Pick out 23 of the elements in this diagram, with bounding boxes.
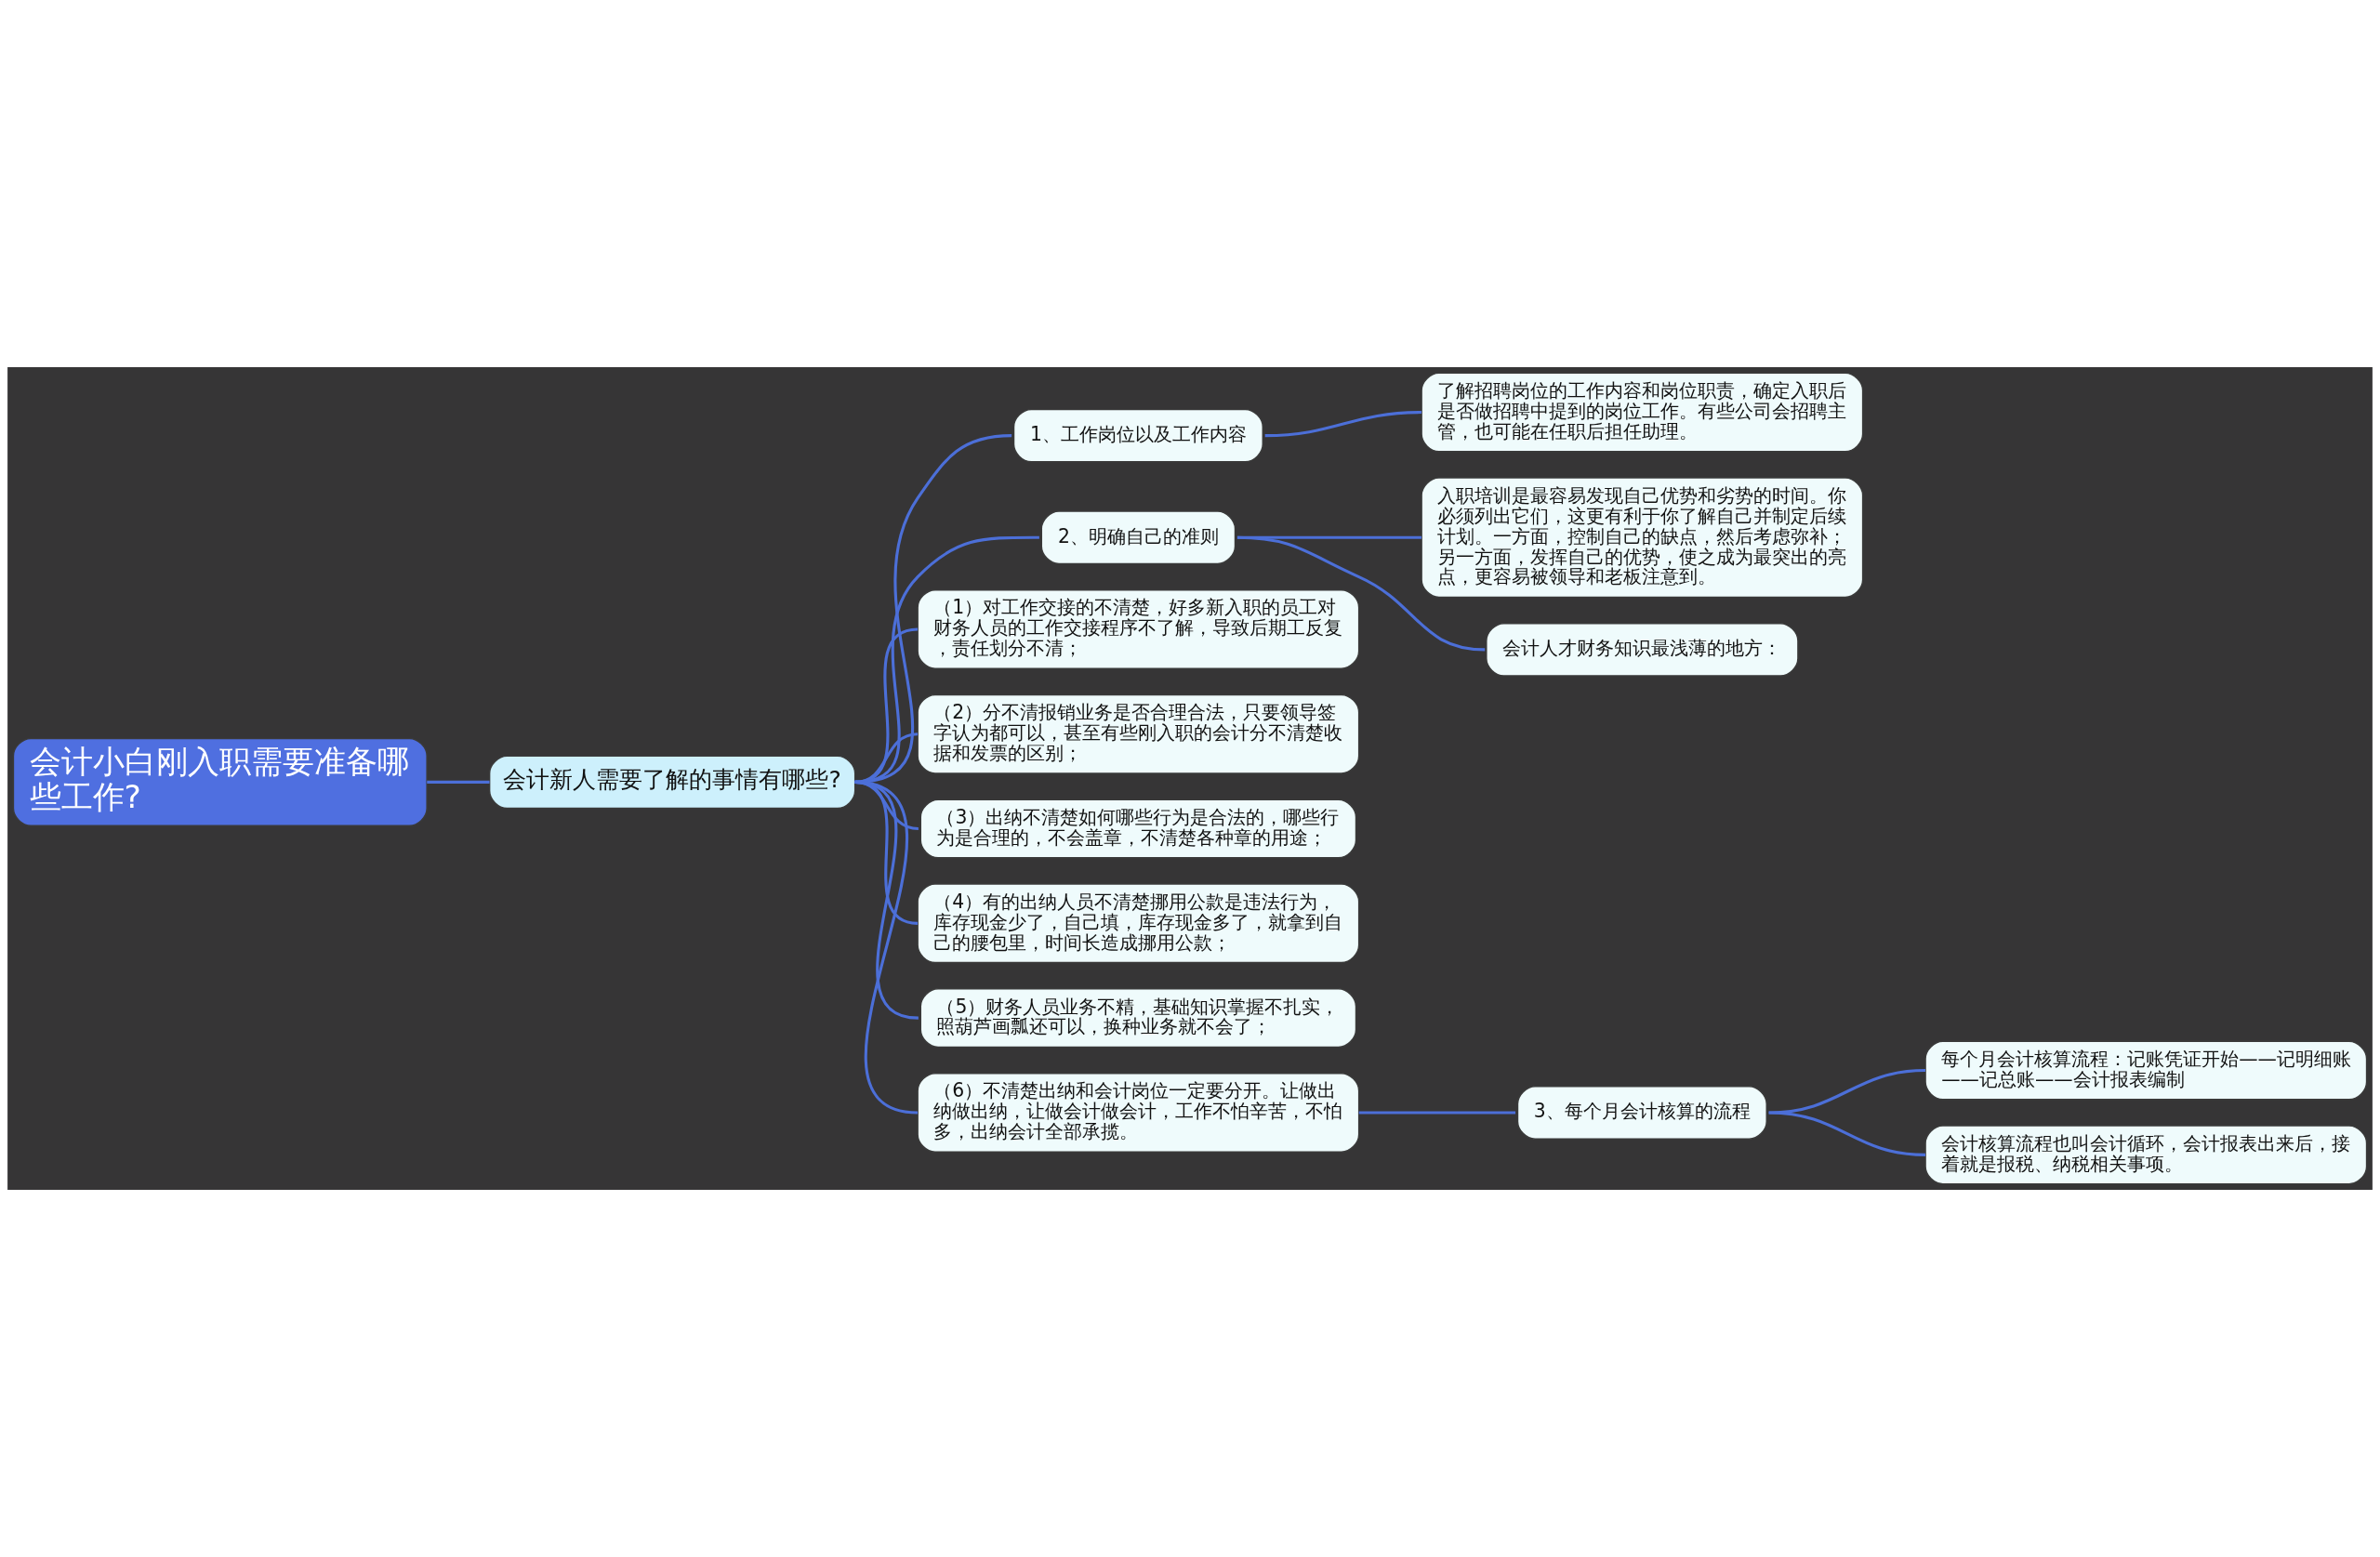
node-box: （4）有的出纳人员不清楚挪用公款是违法行为，库存现金少了，自己填，库存现金多了，就拿到自己的腰包里，时间长造成挪用公款； bbox=[917, 883, 1360, 964]
node-box: 会计新人需要了解的事情有哪些? bbox=[488, 755, 856, 810]
node-box: （3）出纳不清楚如何哪些行为是合法的，哪些行为是合理的，不会盖章，不清楚各种章的用途； bbox=[919, 798, 1357, 859]
node-box: （2）分不清报销业务是否合理合法，只要领导签字认为都可以，甚至有些刚入职的会计分不清楚收据和发票的区别； bbox=[917, 693, 1360, 774]
node-box: （6）不清楚出纳和会计岗位一定要分开。让做出纳做出纳，让做会计做会计，工作不怕辛苦，不怕多，出纳会计全部承揽。 bbox=[917, 1072, 1360, 1154]
connector bbox=[1264, 411, 1422, 438]
node-box: （1）对工作交接的不清楚，好多新入职的员工对财务人员的工作交接程序不了解，导致后期工反复，责任划分不清； bbox=[917, 588, 1360, 670]
node-box: 1、工作岗位以及工作内容 bbox=[1012, 408, 1264, 463]
node-box: 会计人才财务知识最浅薄的地方： bbox=[1485, 622, 1799, 677]
node-box: 了解招聘岗位的工作内容和岗位职责，确定入职后是否做招聘中提到的岗位工作。有些公司会招聘主管，也可能在任职后担任助理。 bbox=[1421, 372, 1864, 453]
node-box: 2、明确自己的准则 bbox=[1040, 510, 1236, 565]
connector bbox=[854, 780, 919, 1115]
node-box: 每个月会计核算流程：记账凭证开始——记明细账——记总账——会计报表编制 bbox=[1924, 1040, 2368, 1101]
node-box: （5）财务人员业务不精，基础知识掌握不扎实，照葫芦画瓢还可以，换种业务就不会了； bbox=[919, 988, 1357, 1049]
node-box: 入职培训是最容易发现自己优势和劣势的时间。你必须列出它们，这更有利于你了解自己并制定后续计划。一方面，控制自己的缺点，然后考虑弥补；另一方面，发挥自己的优势，使之成为最突出的亮点，更容易被领导和老板注意到。 bbox=[1421, 477, 1864, 599]
connector bbox=[1358, 1111, 1516, 1115]
connector bbox=[1236, 535, 1486, 652]
node-box: 会计小白刚入职需要准备哪些工作? bbox=[12, 737, 428, 827]
connector bbox=[427, 780, 490, 784]
connector bbox=[1768, 1111, 1926, 1156]
node-box: 3、每个月会计核算的流程 bbox=[1516, 1086, 1768, 1140]
connector bbox=[1768, 1069, 1926, 1115]
node-box: 会计核算流程也叫会计循环，会计报表出来后，接着就是报税、纳税相关事项。 bbox=[1924, 1125, 2368, 1185]
